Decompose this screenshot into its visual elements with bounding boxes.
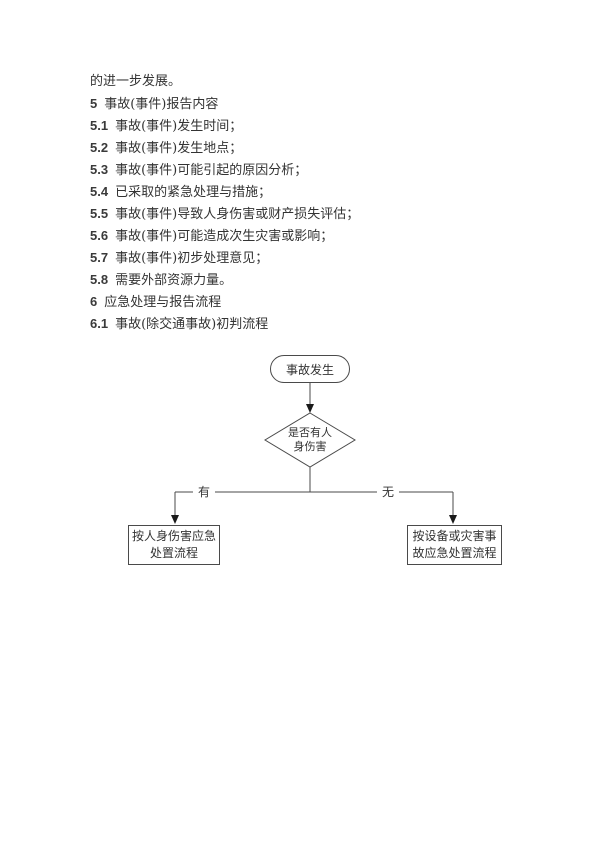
line-text: 事故(事件)报告内容: [104, 97, 219, 112]
branch-label-yes: 有: [192, 485, 216, 499]
line-number: 5.3: [90, 162, 109, 177]
arrowhead-down-icon: [449, 515, 457, 524]
flowchart-start-node: 事故发生: [270, 355, 350, 383]
line-number: 6.1: [90, 316, 109, 331]
doc-line: 5.1 事故(事件)发生时间；: [90, 115, 550, 137]
box-left-line1: 按人身伤害应急: [131, 529, 216, 543]
arrowhead-down-icon: [171, 515, 179, 524]
decision-label-line2: 身伤害: [293, 440, 327, 453]
line-number: 5.6: [90, 228, 109, 243]
doc-line: 5.8 需要外部资源力量。: [90, 269, 550, 291]
doc-line: 6 应急处理与报告流程: [90, 291, 550, 313]
line-text: 已采取的紧急处理与措施；: [115, 185, 272, 200]
arrowhead-down-icon: [306, 404, 314, 413]
flowchart-box-equipment-disaster: 按设备或灾害事 故应急处置流程: [407, 525, 502, 565]
flowchart-decision-label: 是否有人 身伤害: [265, 426, 355, 454]
line-number: 5.2: [90, 140, 109, 155]
doc-line: 5.3 事故(事件)可能引起的原因分析；: [90, 159, 550, 181]
line-text: 的进一步发展。: [90, 74, 182, 89]
doc-line: 5.6 事故(事件)可能造成次生灾害或影响；: [90, 225, 550, 247]
line-number: 5.1: [90, 118, 109, 133]
doc-line: 5.2 事故(事件)发生地点；: [90, 137, 550, 159]
box-left-line2: 处置流程: [149, 546, 198, 560]
line-text: 事故(事件)发生地点；: [115, 141, 243, 156]
line-number: 5.7: [90, 250, 109, 265]
line-text: 事故(事件)导致人身伤害或财产损失评估；: [115, 207, 360, 222]
line-number: 5: [90, 96, 98, 111]
doc-line: 5.4 已采取的紧急处理与措施；: [90, 181, 550, 203]
line-text: 应急处理与报告流程: [104, 295, 222, 310]
line-text: 事故(事件)可能造成次生灾害或影响；: [115, 229, 334, 244]
document-text: 的进一步发展。 5 事故(事件)报告内容 5.1 事故(事件)发生时间； 5.2 事故…: [90, 71, 550, 335]
box-right-line1: 按设备或灾害事: [412, 529, 497, 543]
line-text: 事故(事件)可能引起的原因分析；: [115, 163, 308, 178]
doc-line: 5.7 事故(事件)初步处理意见；: [90, 247, 550, 269]
doc-line: 5.5 事故(事件)导致人身伤害或财产损失评估；: [90, 203, 550, 225]
line-text: 需要外部资源力量。: [115, 273, 233, 288]
branch-label-no: 无: [376, 485, 400, 499]
line-text: 事故(除交通事故)初判流程: [115, 317, 269, 332]
flowchart-box-personal-injury: 按人身伤害应急 处置流程: [128, 525, 220, 565]
line-number: 5.5: [90, 206, 109, 221]
line-text: 事故(事件)初步处理意见；: [115, 251, 269, 266]
doc-line: 5 事故(事件)报告内容: [90, 93, 550, 115]
line-number: 6: [90, 294, 98, 309]
box-right-line2: 故应急处置流程: [412, 546, 497, 560]
doc-line: 6.1 事故(除交通事故)初判流程: [90, 313, 550, 335]
line-number: 5.4: [90, 184, 109, 199]
line-text: 事故(事件)发生时间；: [115, 119, 243, 134]
start-node-label: 事故发生: [285, 362, 334, 377]
decision-label-line1: 是否有人: [288, 426, 332, 439]
doc-line: 的进一步发展。: [90, 71, 550, 93]
line-number: 5.8: [90, 272, 109, 287]
